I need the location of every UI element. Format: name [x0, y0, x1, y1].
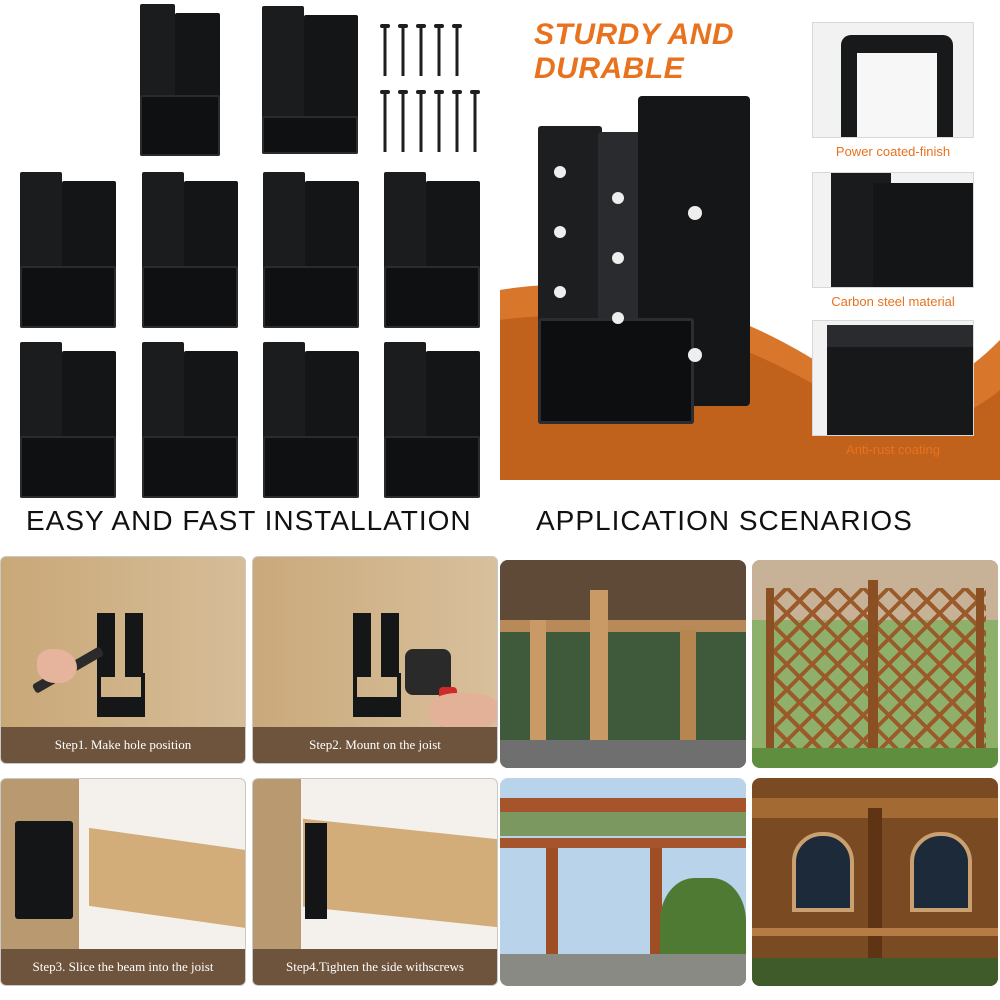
scenario-carport-image [500, 560, 746, 768]
feature-carbon-steel: Carbon steel material [812, 172, 974, 309]
scenario-gate-image [752, 560, 998, 768]
step-2-card: Step2. Mount on the joist [252, 556, 498, 764]
step-label: Step3. Slice the beam into the joist [1, 949, 245, 985]
bracket-image [263, 342, 359, 498]
step-label: Step4.Tighten the side withscrews [253, 949, 497, 985]
scenario-pergola-image [500, 778, 746, 986]
bracket-image [20, 172, 116, 328]
bracket-image [97, 613, 145, 717]
feature-photo [812, 320, 974, 436]
feature-caption: Anti-rust coating [846, 442, 940, 457]
hero-panel [500, 0, 1000, 480]
bracket-image [305, 823, 327, 919]
step-label: Step2. Mount on the joist [253, 727, 497, 763]
bracket-image [140, 4, 220, 156]
screws-image [380, 24, 480, 152]
bracket-image [263, 172, 359, 328]
apps-heading: APPLICATION SCENARIOS [536, 505, 913, 536]
feature-powder-coating: Power coated-finish [812, 22, 974, 159]
step-label: Step1. Make hole position [1, 727, 245, 763]
bracket-image [384, 172, 480, 328]
hero-title-line1: STURDY AND [534, 18, 735, 51]
hero-title-line2: DURABLE [534, 52, 685, 85]
feature-photo [812, 172, 974, 288]
scenario-house-image [752, 778, 998, 986]
step-3-card: Step3. Slice the beam into the joist [0, 778, 246, 986]
bracket-image [15, 821, 73, 919]
large-bracket-image [538, 96, 750, 424]
feature-caption: Carbon steel material [831, 294, 955, 309]
step-4-card: Step4.Tighten the side withscrews [252, 778, 498, 986]
step-1-card: Step1. Make hole position [0, 556, 246, 764]
bracket-image [20, 342, 116, 498]
hand-image [429, 693, 497, 729]
bracket-image [262, 6, 358, 154]
bracket-image [384, 342, 480, 498]
install-heading: EASY AND FAST INSTALLATION [26, 505, 472, 536]
bracket-image [142, 172, 238, 328]
bracket-image [142, 342, 238, 498]
hand-image [37, 649, 77, 683]
feature-caption: Power coated-finish [835, 144, 951, 159]
feature-anti-rust: Anti-rust coating [812, 320, 974, 457]
bracket-image [353, 613, 401, 717]
hero-title: STURDY AND DURABLE [534, 18, 794, 86]
feature-photo [812, 22, 974, 138]
